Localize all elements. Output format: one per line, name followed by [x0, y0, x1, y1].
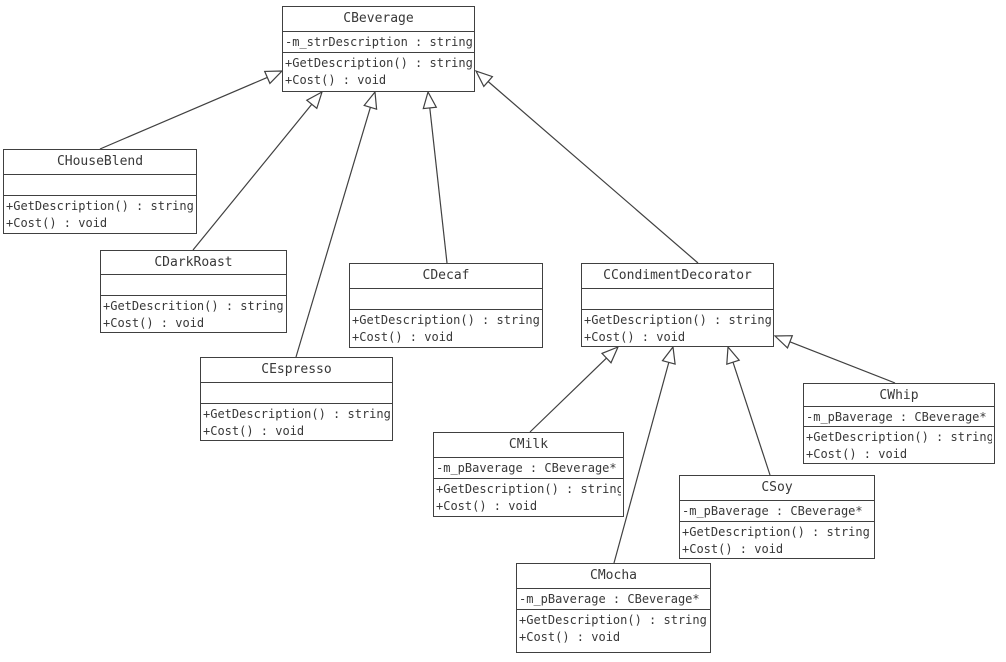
methods-compartment: +GetDescription() : string +Cost() : voi…	[350, 310, 542, 347]
methods-compartment: +GetDescription() : string +Cost() : voi…	[4, 196, 196, 233]
attribute: -m_strDescription : string	[285, 35, 472, 49]
class-name: CMilk	[434, 433, 623, 458]
class-box-chouseblend: CHouseBlend +GetDescription() : string +…	[3, 149, 197, 234]
method: +GetDescription() : string	[436, 482, 621, 496]
attributes-compartment	[350, 289, 542, 310]
attributes-compartment	[4, 175, 196, 196]
class-box-cbeverage: CBeverage -m_strDescription : string +Ge…	[282, 6, 475, 92]
class-box-cmilk: CMilk -m_pBaverage : CBeverage* +GetDesc…	[433, 432, 624, 517]
method: +Cost() : void	[806, 447, 908, 461]
attribute: -m_pBaverage : CBeverage*	[682, 504, 863, 518]
generalization-arrow-cdarkroast-cbeverage	[192, 90, 324, 251]
class-name: CMocha	[517, 564, 710, 589]
method: +GetDescrition() : string	[103, 299, 284, 313]
generalization-arrow-cwhip-ccondimentdecorator	[773, 335, 896, 384]
methods-compartment: +GetDescription() : string +Cost() : voi…	[434, 479, 623, 516]
attributes-compartment	[582, 289, 773, 310]
class-box-cespresso: CEspresso +GetDescription() : string +Co…	[200, 357, 393, 441]
class-box-ccondimentdecorator: CCondimentDecorator +GetDescription() : …	[581, 263, 774, 347]
class-name: CDarkRoast	[101, 251, 286, 276]
method: +GetDescription() : string	[806, 430, 992, 444]
class-box-cmocha: CMocha -m_pBaverage : CBeverage* +GetDes…	[516, 563, 711, 653]
attribute: -m_pBaverage : CBeverage*	[519, 592, 700, 606]
method: +Cost() : void	[203, 424, 305, 438]
generalization-arrow-cmocha-ccondimentdecorator	[613, 345, 676, 564]
method: +GetDescription() : string	[285, 56, 472, 70]
method: +Cost() : void	[584, 330, 686, 344]
method: +Cost() : void	[352, 330, 454, 344]
class-name: CWhip	[804, 384, 994, 407]
method: +Cost() : void	[682, 542, 784, 556]
generalization-arrow-cmilk-ccondimentdecorator	[529, 345, 620, 433]
method: +Cost() : void	[519, 630, 621, 644]
generalization-arrow-chouseblend-cbeverage	[99, 70, 284, 150]
methods-compartment: +GetDescription() : string +Cost() : voi…	[283, 53, 474, 91]
methods-compartment: +GetDescription() : string +Cost() : voi…	[582, 310, 773, 346]
class-name: CCondimentDecorator	[582, 264, 773, 289]
method: +Cost() : void	[103, 316, 205, 330]
methods-compartment: +GetDescription() : string +Cost() : voi…	[804, 427, 994, 463]
attribute: -m_pBaverage : CBeverage*	[436, 461, 617, 475]
method: +Cost() : void	[285, 73, 387, 87]
method: +GetDescription() : string	[352, 313, 540, 327]
method: +Cost() : void	[6, 216, 108, 230]
class-name: CEspresso	[201, 358, 392, 383]
attributes-compartment: -m_pBaverage : CBeverage*	[680, 501, 874, 522]
class-name: CSoy	[680, 476, 874, 501]
attributes-compartment: -m_pBaverage : CBeverage*	[517, 589, 710, 610]
methods-compartment: +GetDescription() : string +Cost() : voi…	[680, 522, 874, 558]
class-box-csoy: CSoy -m_pBaverage : CBeverage* +GetDescr…	[679, 475, 875, 559]
method: +GetDescription() : string	[6, 199, 194, 213]
method: +GetDescription() : string	[519, 613, 707, 627]
class-name: CHouseBlend	[4, 150, 196, 175]
method: +GetDescription() : string	[682, 525, 870, 539]
methods-compartment: +GetDescription() : string +Cost() : voi…	[517, 610, 710, 652]
method: +GetDescription() : string	[584, 313, 771, 327]
generalization-arrow-ccondimentdecorator-cbeverage	[474, 69, 699, 264]
class-box-cwhip: CWhip -m_pBaverage : CBeverage* +GetDesc…	[803, 383, 995, 464]
class-box-cdecaf: CDecaf +GetDescription() : string +Cost(…	[349, 263, 543, 348]
class-box-cdarkroast: CDarkRoast +GetDescrition() : string +Co…	[100, 250, 287, 333]
attributes-compartment	[101, 275, 286, 296]
class-name: CBeverage	[283, 7, 474, 32]
attributes-compartment: -m_pBaverage : CBeverage*	[804, 407, 994, 427]
attributes-compartment	[201, 383, 392, 404]
method: +GetDescription() : string	[203, 407, 390, 421]
attributes-compartment: -m_strDescription : string	[283, 32, 474, 53]
generalization-arrow-cdecaf-cbeverage	[422, 90, 448, 264]
generalization-arrow-cespresso-cbeverage	[295, 90, 378, 358]
attribute: -m_pBaverage : CBeverage*	[806, 410, 987, 424]
generalization-arrow-csoy-ccondimentdecorator	[726, 345, 771, 476]
methods-compartment: +GetDescrition() : string +Cost() : void	[101, 296, 286, 332]
attributes-compartment: -m_pBaverage : CBeverage*	[434, 458, 623, 479]
method: +Cost() : void	[436, 499, 538, 513]
class-name: CDecaf	[350, 264, 542, 289]
methods-compartment: +GetDescription() : string +Cost() : voi…	[201, 404, 392, 440]
